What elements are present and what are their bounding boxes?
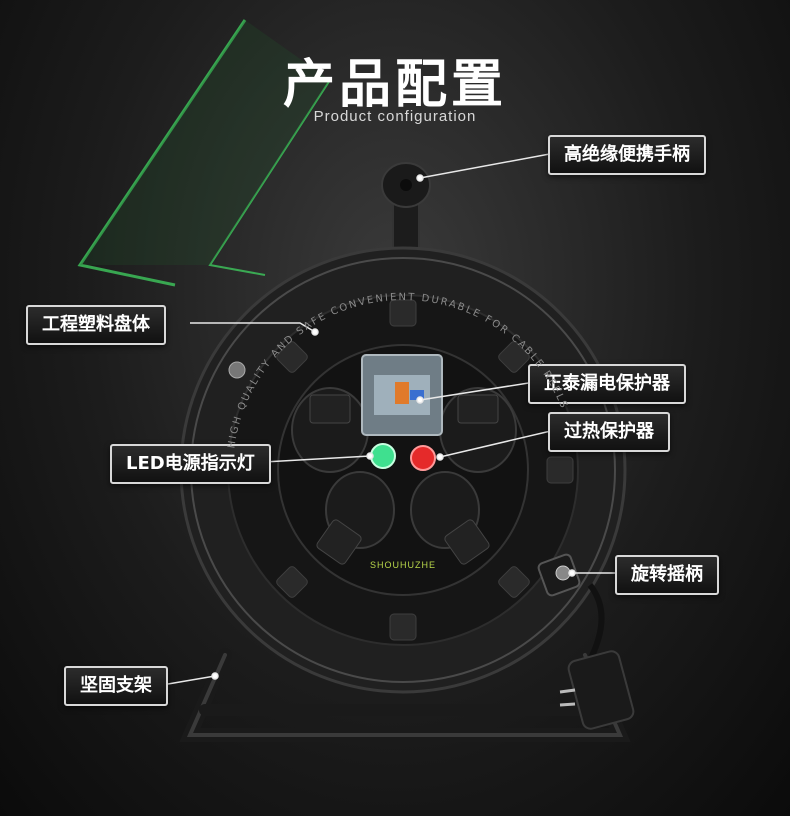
callout-leader-lines (167, 152, 618, 685)
page-title: 产品配置 (282, 55, 507, 115)
callout-stand: 坚固支架 (64, 666, 168, 706)
callout-crank: 旋转摇柄 (615, 555, 719, 595)
socket-bottom-left (316, 471, 395, 565)
socket-top-left (291, 387, 369, 473)
background-light-streaks (77, 19, 331, 287)
rotating-crank (537, 553, 581, 597)
led-red-overheat (410, 445, 436, 471)
power-plug (559, 583, 635, 730)
led-green-indicator (370, 443, 396, 469)
carry-handle (381, 162, 431, 271)
callout-handle: 高绝缘便携手柄 (548, 135, 706, 175)
callout-leakage-protector: 正泰漏电保护器 (528, 364, 686, 404)
callout-overheat-protector: 过热保护器 (548, 412, 670, 452)
socket-bottom-right (410, 471, 490, 565)
brand-label: SHOUHUZHE (370, 560, 436, 570)
callout-led-indicator: LED电源指示灯 (110, 444, 271, 484)
socket-top-right (439, 387, 517, 473)
sockets (291, 387, 517, 565)
page-subtitle: Product configuration (313, 108, 477, 125)
leakage-breaker (361, 354, 443, 436)
callout-drum: 工程塑料盘体 (26, 305, 166, 345)
